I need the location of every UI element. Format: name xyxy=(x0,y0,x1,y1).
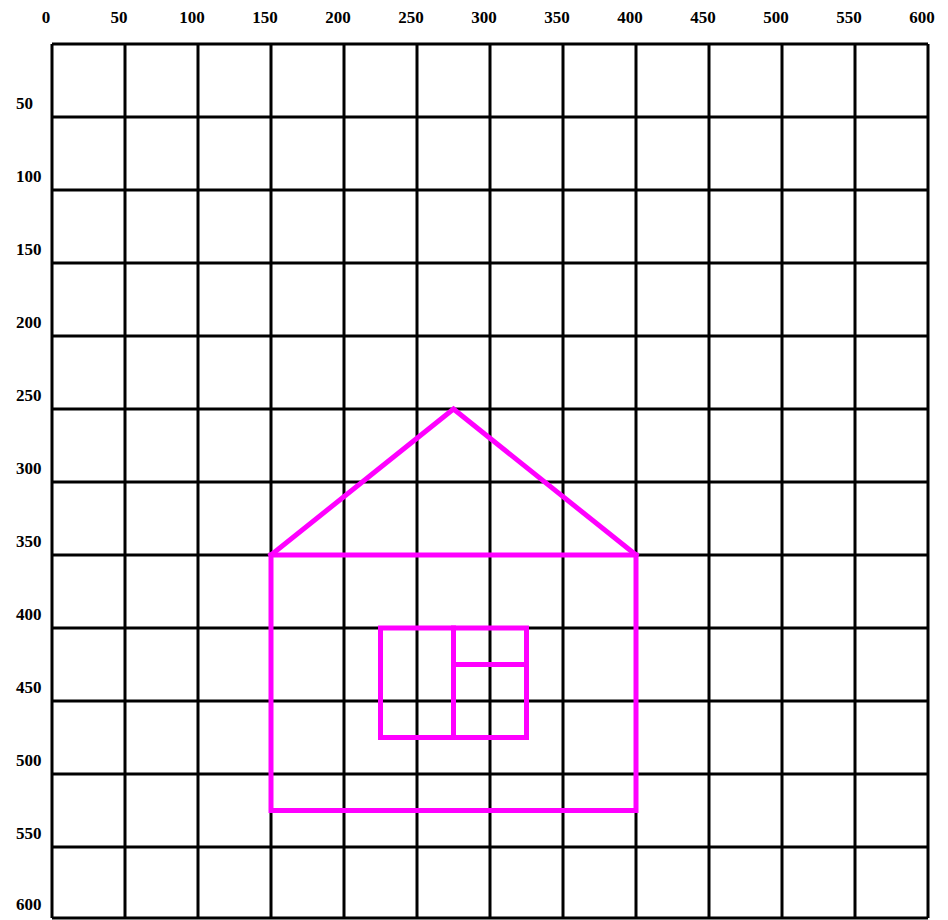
axis-label: 500 xyxy=(763,8,789,28)
window-bar xyxy=(451,628,456,738)
grid-line xyxy=(52,116,928,119)
house-roof xyxy=(271,409,636,555)
axis-label: 250 xyxy=(398,8,424,28)
axis-label: 50 xyxy=(111,8,128,28)
axis-label: 400 xyxy=(16,605,42,625)
axis-label: 600 xyxy=(16,895,42,915)
axis-label: 300 xyxy=(471,8,497,28)
axis-label: 50 xyxy=(16,94,33,114)
grid-line xyxy=(52,189,928,192)
axis-label: 0 xyxy=(42,8,51,28)
axis-label: 100 xyxy=(16,167,42,187)
axis-label: 550 xyxy=(16,824,42,844)
axis-label: 150 xyxy=(252,8,278,28)
axis-label: 250 xyxy=(16,386,42,406)
axis-label: 300 xyxy=(16,459,42,479)
axis-label: 350 xyxy=(544,8,570,28)
axis-label: 450 xyxy=(690,8,716,28)
axis-label: 450 xyxy=(16,678,42,698)
axis-label: 200 xyxy=(325,8,351,28)
grid-line xyxy=(52,846,928,849)
axis-label: 550 xyxy=(836,8,862,28)
axis-label: 350 xyxy=(16,532,42,552)
grid-line xyxy=(52,408,928,411)
grid-line xyxy=(52,43,928,46)
window-bar xyxy=(454,662,527,667)
grid-line xyxy=(52,917,928,920)
grid-line xyxy=(52,262,928,265)
grid-line xyxy=(52,481,928,484)
axis-label: 400 xyxy=(617,8,643,28)
house-wall xyxy=(271,555,636,811)
grid-line xyxy=(52,700,928,703)
grid-line xyxy=(52,773,928,776)
grid-line xyxy=(52,335,928,338)
axis-label: 100 xyxy=(179,8,205,28)
house-drawing xyxy=(271,409,636,811)
axis-label: 500 xyxy=(16,751,42,771)
axis-label: 600 xyxy=(909,8,935,28)
axis-label: 200 xyxy=(16,313,42,333)
house-window xyxy=(381,628,527,738)
grid xyxy=(52,44,928,918)
axis-label: 150 xyxy=(16,240,42,260)
